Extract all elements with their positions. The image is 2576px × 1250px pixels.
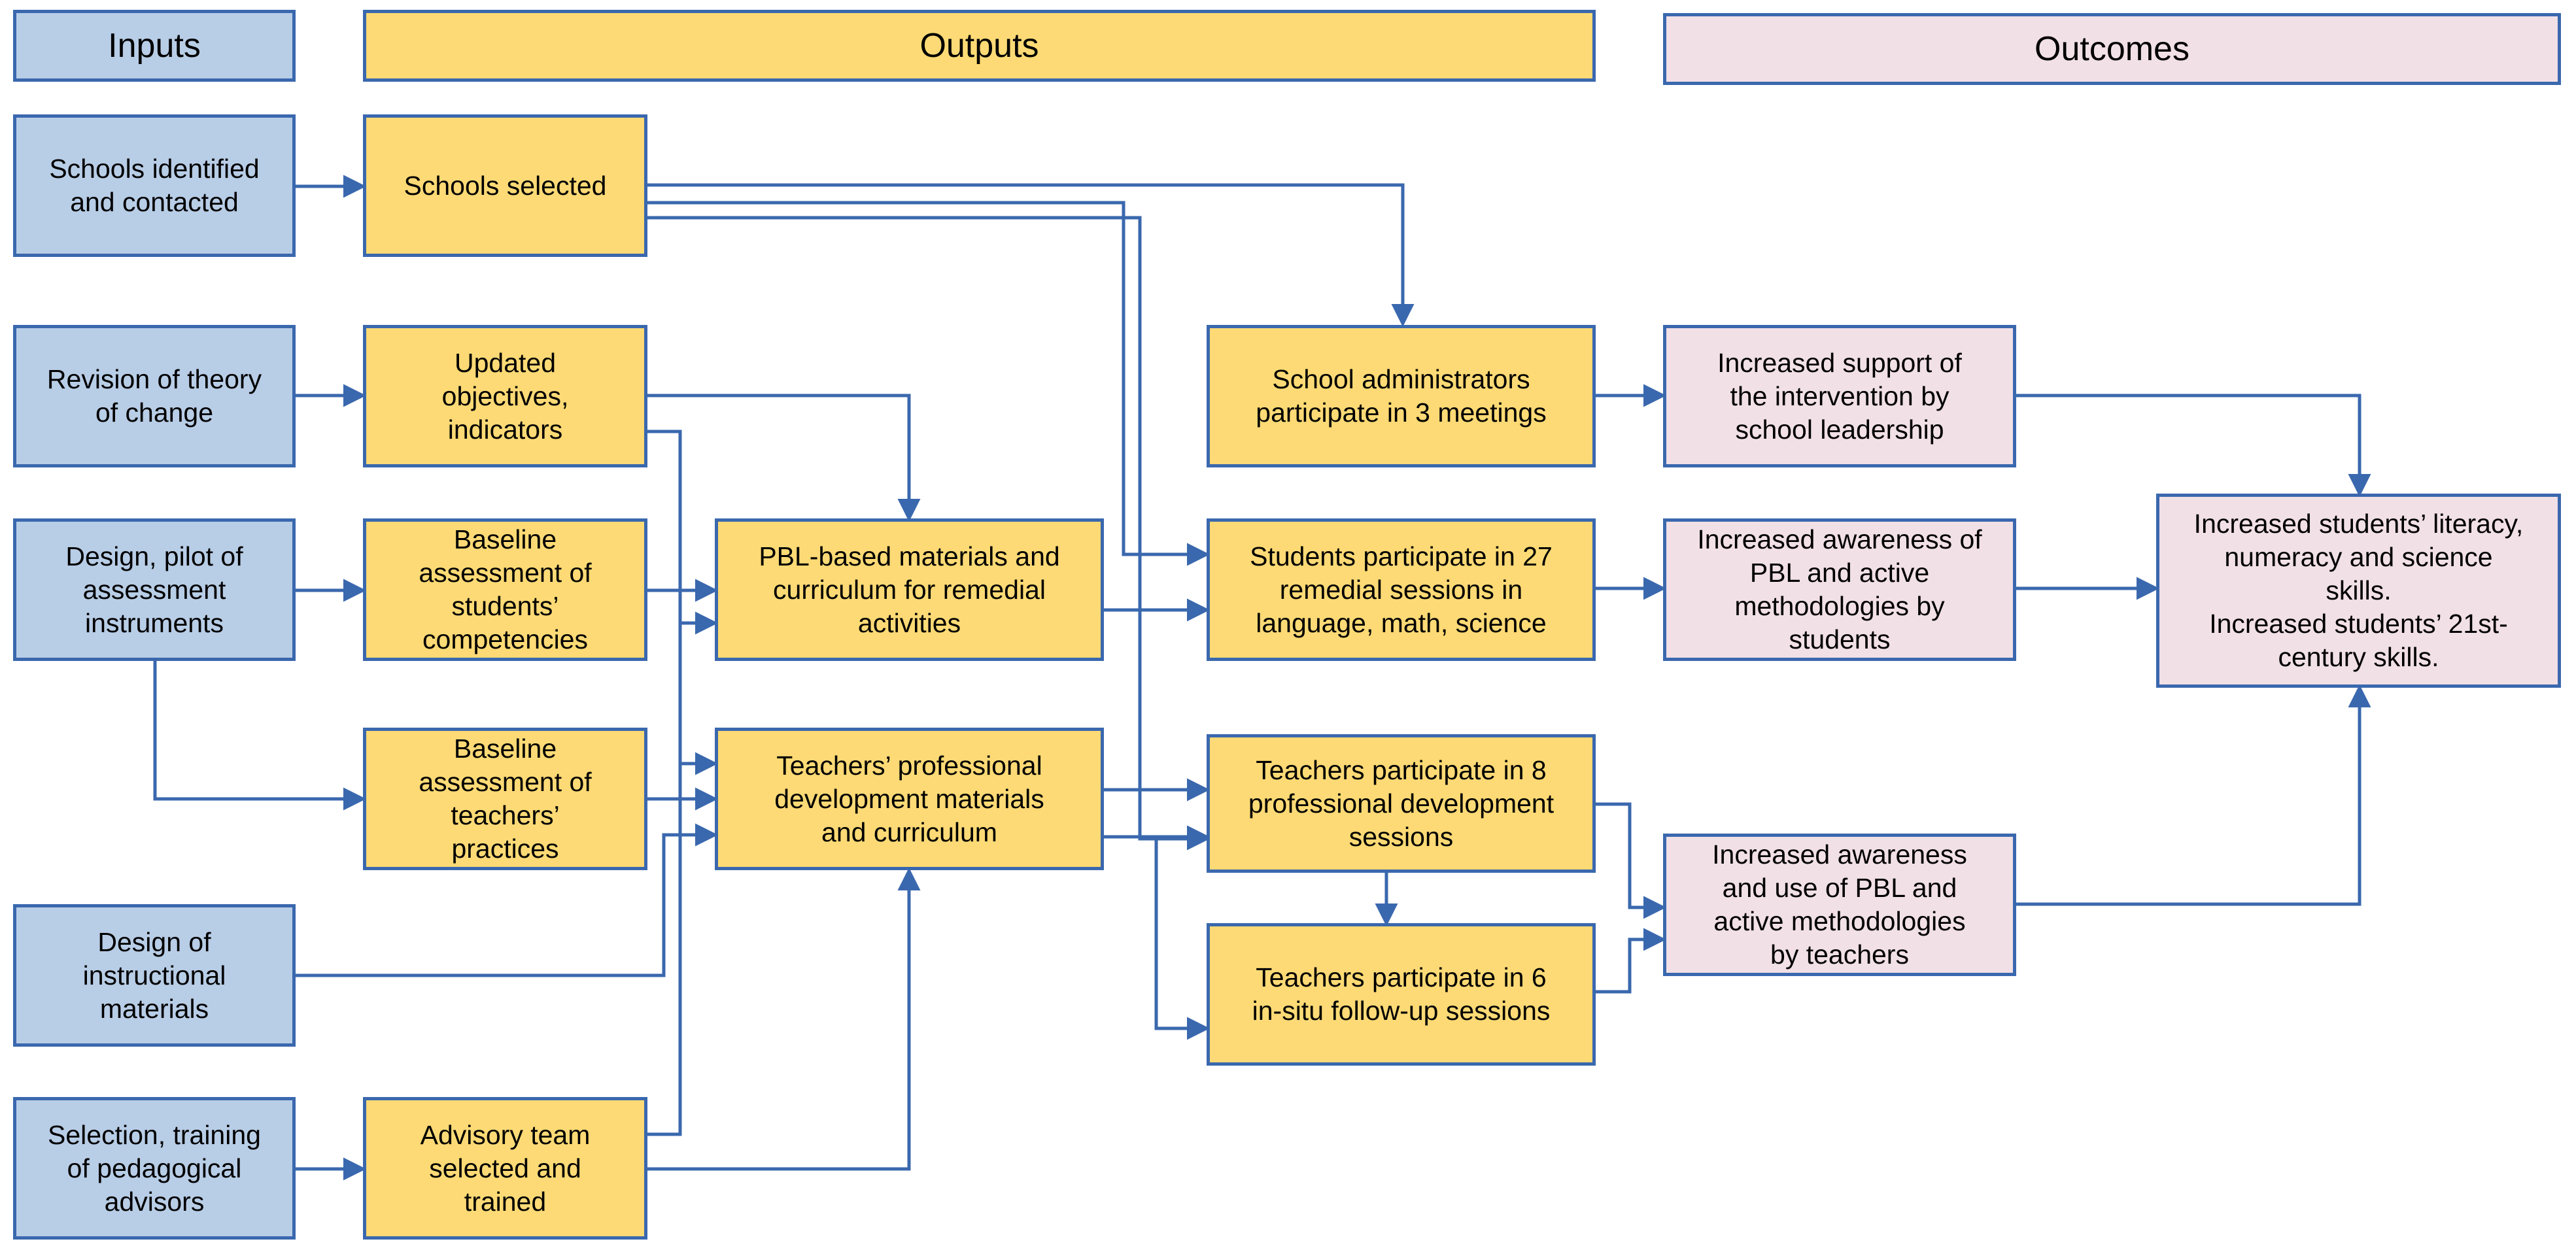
arrow-updated-to-pd-materials xyxy=(647,430,718,775)
arrow-schools-selected-to-students xyxy=(647,201,1210,566)
outcome-awareness-teachers: Increased awareness and use of PBL and a… xyxy=(1663,834,2016,976)
input-selection-training-advisors: Selection, training of pedagogical advis… xyxy=(13,1097,296,1240)
output-teachers-pd-sessions: Teachers participate in 8 professional d… xyxy=(1207,734,1596,873)
outcome-final-student-skills: Increased students’ literacy, numeracy a… xyxy=(2156,494,2561,688)
arrow-design-pilot-to-baseline-teachers xyxy=(153,660,366,811)
input-revision-theory-of-change: Revision of theory of change xyxy=(13,325,296,467)
header-inputs: Inputs xyxy=(13,10,296,82)
header-outcomes: Outcomes xyxy=(1663,13,2561,85)
arrow-pd-sessions-to-teachers-outcome xyxy=(1596,802,1666,919)
arrow-schools-selected-to-admins xyxy=(647,183,1415,327)
input-schools-identified: Schools identified and contacted xyxy=(13,114,296,257)
arrow-support-to-final xyxy=(2016,394,2371,497)
output-teachers-insitu-sessions: Teachers participate in 6 in-situ follow… xyxy=(1207,923,1596,1066)
output-teachers-pd-materials: Teachers’ professional development mater… xyxy=(715,728,1104,870)
outcome-awareness-students: Increased awareness of PBL and active me… xyxy=(1663,518,2016,661)
input-design-instructional-materials: Design of instructional materials xyxy=(13,904,296,1047)
arrow-schools-selected-to-pd-sessions xyxy=(647,216,1210,851)
output-updated-objectives: Updated objectives, indicators xyxy=(363,325,647,467)
arrow-advisory-to-pd-materials xyxy=(647,868,921,1171)
outcome-support-leadership: Increased support of the intervention by… xyxy=(1663,325,2016,467)
arrow-insitu-to-teachers-outcome xyxy=(1596,928,1666,994)
arrow-awareness-teachers-to-final xyxy=(2016,684,2371,906)
arrow-updated-to-pbl xyxy=(647,394,921,522)
arrow-pd-to-insitu xyxy=(1154,837,1210,1040)
output-pbl-materials: PBL-based materials and curriculum for r… xyxy=(715,518,1104,661)
output-baseline-students: Baseline assessment of students’ compete… xyxy=(363,518,647,661)
input-design-pilot-assessment: Design, pilot of assessment instruments xyxy=(13,518,296,661)
output-advisory-team: Advisory team selected and trained xyxy=(363,1097,647,1240)
arrow-design-instructional-to-pd xyxy=(296,823,718,977)
output-schools-selected: Schools selected xyxy=(363,114,647,257)
output-baseline-teachers: Baseline assessment of teachers’ practic… xyxy=(363,728,647,870)
header-outputs: Outputs xyxy=(363,10,1596,82)
output-students-sessions: Students participate in 27 remedial sess… xyxy=(1207,518,1596,661)
arrow-advisory-up xyxy=(647,764,682,1136)
output-school-administrators: School administrators participate in 3 m… xyxy=(1207,325,1596,467)
